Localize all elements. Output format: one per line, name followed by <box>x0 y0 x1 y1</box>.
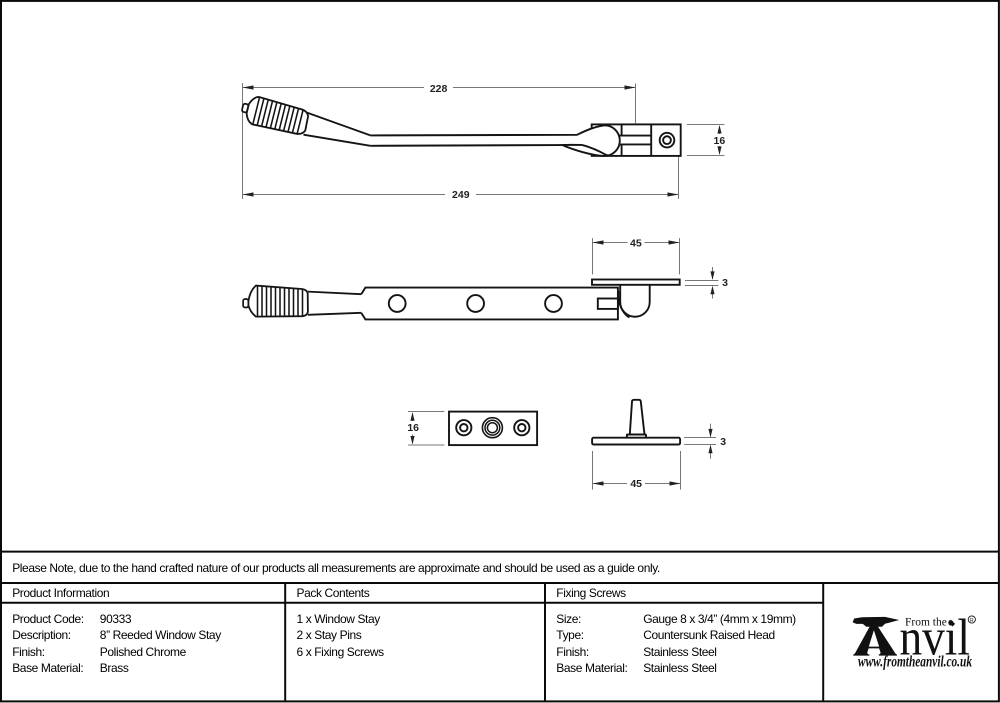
svg-text:249: 249 <box>452 189 470 201</box>
svg-text:3: 3 <box>720 436 726 448</box>
svg-text:45: 45 <box>630 478 642 490</box>
svg-text:16: 16 <box>714 135 726 147</box>
svg-text:From the: From the <box>905 617 947 629</box>
svg-text:www.fromtheanvil.co.uk: www.fromtheanvil.co.uk <box>858 653 972 670</box>
svg-text:nvil: nvil <box>900 610 971 667</box>
svg-text:45: 45 <box>630 238 642 250</box>
svg-text:228: 228 <box>430 83 448 95</box>
svg-text:R: R <box>970 618 974 624</box>
svg-text:3: 3 <box>722 277 728 289</box>
svg-text:16: 16 <box>407 422 419 434</box>
